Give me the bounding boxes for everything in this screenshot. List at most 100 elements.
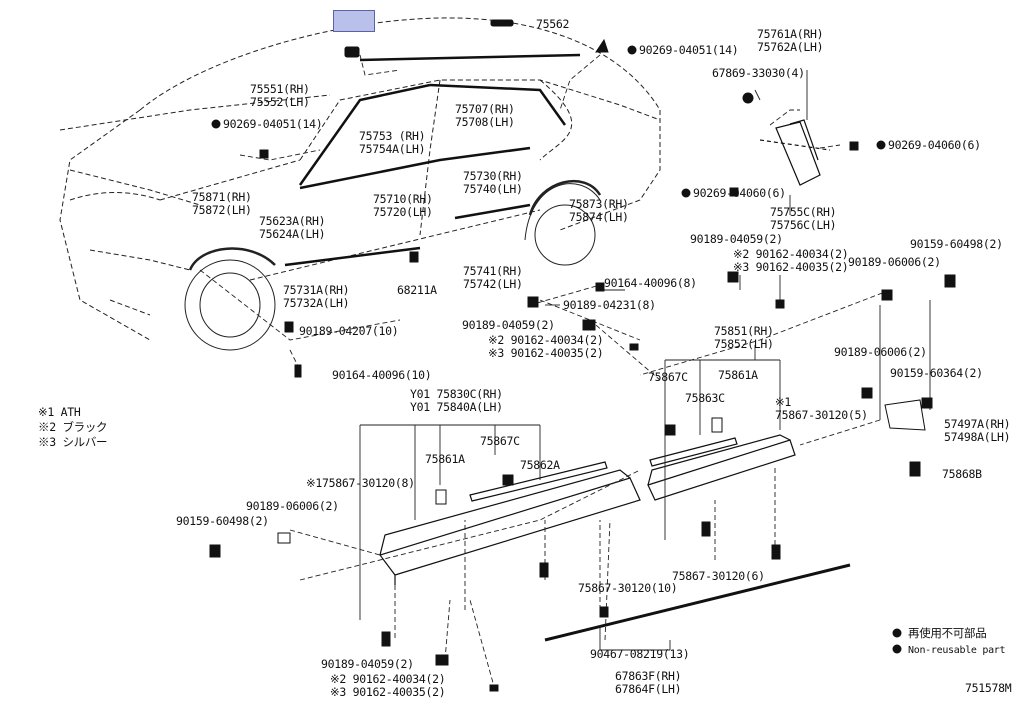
screw-90159-60498-r-icon[interactable]	[944, 274, 956, 288]
label-75762a[interactable]: 75762A(LH)	[757, 40, 824, 54]
label-67864f[interactable]: 67864F(LH)	[615, 682, 682, 696]
label-90162-40034-r[interactable]: ※2 90162-40034(2)	[733, 247, 849, 261]
label-90159-60498-r[interactable]: 90159-60498(2)	[910, 237, 1003, 251]
clip-75562-icon[interactable]	[490, 19, 514, 27]
label-90189-06006-rr[interactable]: 90189-06006(2)	[834, 345, 927, 359]
label-90189-04059-b[interactable]: 90189-04059(2)	[321, 657, 414, 671]
clip-68211a-icon[interactable]	[409, 251, 419, 263]
label-57497a[interactable]: 57497A(RH)	[944, 417, 1011, 431]
clip-75561-icon[interactable]	[344, 46, 360, 58]
label-75863c[interactable]: 75863C	[685, 391, 725, 405]
label-90164-40096-10[interactable]: 90164-40096(10)	[332, 368, 432, 382]
label-75852[interactable]: 75852(LH)	[714, 337, 774, 351]
label-75731a[interactable]: 75731A(RH)	[283, 283, 350, 297]
nut-90189-04059-b-icon[interactable]	[435, 654, 449, 666]
label-90162-40034-m[interactable]: ※2 90162-40034(2)	[488, 333, 604, 347]
label-75756c[interactable]: 75756C(LH)	[770, 218, 837, 232]
label-75867-30120-5[interactable]: 75867-30120(5)	[775, 408, 868, 422]
label-90269-04051-top[interactable]: 90269-04051(14)	[639, 43, 739, 57]
label-67863f[interactable]: 67863F(RH)	[615, 669, 682, 683]
label-90162-40035-b[interactable]: ※3 90162-40035(2)	[330, 685, 446, 699]
label-75851[interactable]: 75851(RH)	[714, 324, 774, 338]
pad-75861a-m-icon[interactable]	[435, 489, 447, 505]
nut-90189-06006-rr-icon[interactable]	[861, 387, 873, 399]
label-90164-40096-8[interactable]: 90164-40096(8)	[604, 276, 697, 290]
label-75707[interactable]: 75707(RH)	[455, 102, 515, 116]
label-ref1-r[interactable]: ※1	[775, 395, 792, 409]
label-67869[interactable]: 67869-33030(4)	[712, 66, 805, 80]
clip-75868b-icon[interactable]	[909, 461, 921, 477]
screw-90159-60498-l-icon[interactable]	[209, 544, 221, 558]
screw-90164-10-icon[interactable]	[294, 364, 302, 378]
clip-90269-r-icon[interactable]	[849, 141, 859, 151]
label-90189-04059-r[interactable]: 90189-04059(2)	[690, 232, 783, 246]
screw-90162-m-icon[interactable]	[629, 343, 639, 351]
label-75710[interactable]: 75710(RH)	[373, 192, 433, 206]
nut-90189-06006-l-icon[interactable]	[277, 532, 291, 544]
label-75562[interactable]: 75562	[536, 17, 569, 31]
clip-75867-10-icon[interactable]	[539, 562, 549, 578]
label-75840a[interactable]: Y01 75840A(LH)	[410, 400, 503, 414]
label-75755c[interactable]: 75755C(RH)	[770, 205, 837, 219]
label-75732a[interactable]: 75732A(LH)	[283, 296, 350, 310]
label-75867-30120-8[interactable]: ※175867-30120(8)	[306, 476, 415, 490]
label-75552[interactable]: 75552(LH)	[250, 95, 310, 109]
clip-90467-icon[interactable]	[599, 606, 609, 618]
label-75861a-r[interactable]: 75861A	[718, 368, 758, 382]
screw-90164-8-icon[interactable]	[595, 282, 605, 292]
label-75740[interactable]: 75740(LH)	[463, 182, 523, 196]
label-57498a[interactable]: 57498A(LH)	[944, 430, 1011, 444]
label-75862a[interactable]: 75862A	[520, 458, 560, 472]
label-90269-04060-r[interactable]: 90269-04060(6)	[888, 138, 981, 152]
clip-75867c-r-icon[interactable]	[664, 424, 676, 436]
clip-75867c-m-icon[interactable]	[502, 474, 514, 486]
pad-75861a-r-icon[interactable]	[711, 417, 723, 433]
screw-90159-60364-icon[interactable]	[921, 397, 933, 409]
label-75861a-m[interactable]: 75861A	[425, 452, 465, 466]
label-90467-08219[interactable]: 90467-08219(13)	[590, 647, 690, 661]
label-90159-60498-l[interactable]: 90159-60498(2)	[176, 514, 269, 528]
clip-75867-5-icon[interactable]	[771, 544, 781, 560]
label-90269-04051-left[interactable]: 90269-04051(14)	[223, 117, 323, 131]
label-90162-40034-b[interactable]: ※2 90162-40034(2)	[330, 672, 446, 686]
label-75623a[interactable]: 75623A(RH)	[259, 214, 326, 228]
label-90189-04207[interactable]: 90189-04207(10)	[299, 324, 399, 338]
label-75873[interactable]: 75873(RH)	[569, 197, 629, 211]
label-90189-06006-l[interactable]: 90189-06006(2)	[246, 499, 339, 513]
nut-90189-04059-m-icon[interactable]	[582, 319, 596, 331]
label-75874[interactable]: 75874(LH)	[569, 210, 629, 224]
label-75742[interactable]: 75742(LH)	[463, 277, 523, 291]
label-90189-06006-r[interactable]: 90189-06006(2)	[848, 255, 941, 269]
nut-90189-04059-r-icon[interactable]	[727, 271, 739, 283]
label-75551[interactable]: 75551(RH)	[250, 82, 310, 96]
label-90189-04231[interactable]: 90189-04231(8)	[563, 298, 656, 312]
clip-75867-6-icon[interactable]	[701, 521, 711, 537]
label-75871[interactable]: 75871(RH)	[192, 190, 252, 204]
clip-90269-left-icon[interactable]	[259, 149, 269, 159]
label-90162-40035-m[interactable]: ※3 90162-40035(2)	[488, 346, 604, 360]
label-75720[interactable]: 75720(LH)	[373, 205, 433, 219]
clip-90189-04231-icon[interactable]	[527, 296, 539, 308]
label-75741[interactable]: 75741(RH)	[463, 264, 523, 278]
label-75708[interactable]: 75708(LH)	[455, 115, 515, 129]
clip-90269-l-icon[interactable]	[729, 187, 739, 197]
label-75753[interactable]: 75753 (RH)	[359, 129, 426, 143]
nut-90189-06006-r-icon[interactable]	[881, 289, 893, 301]
clip-67869-icon[interactable]	[742, 92, 754, 104]
label-75754a[interactable]: 75754A(LH)	[359, 142, 426, 156]
label-75761a[interactable]: 75761A(RH)	[757, 27, 824, 41]
label-90159-60364[interactable]: 90159-60364(2)	[890, 366, 983, 380]
label-90269-04060-l[interactable]: 90269-04060(6)	[693, 186, 786, 200]
label-68211a[interactable]: 68211A	[397, 283, 437, 297]
screw-90162-b-icon[interactable]	[489, 684, 499, 692]
label-90189-04059-m[interactable]: 90189-04059(2)	[462, 318, 555, 332]
label-75730[interactable]: 75730(RH)	[463, 169, 523, 183]
label-75830c[interactable]: Y01 75830C(RH)	[410, 387, 503, 401]
clip-75867-8-icon[interactable]	[381, 631, 391, 647]
bracket-57497a-icon[interactable]	[884, 399, 926, 431]
label-75867c-r[interactable]: 75867C	[648, 370, 688, 384]
label-75867-30120-6[interactable]: 75867-30120(6)	[672, 569, 765, 583]
label-75867-30120-10[interactable]: 75867-30120(10)	[578, 581, 678, 595]
label-90162-40035-r[interactable]: ※3 90162-40035(2)	[733, 260, 849, 274]
label-75872[interactable]: 75872(LH)	[192, 203, 252, 217]
